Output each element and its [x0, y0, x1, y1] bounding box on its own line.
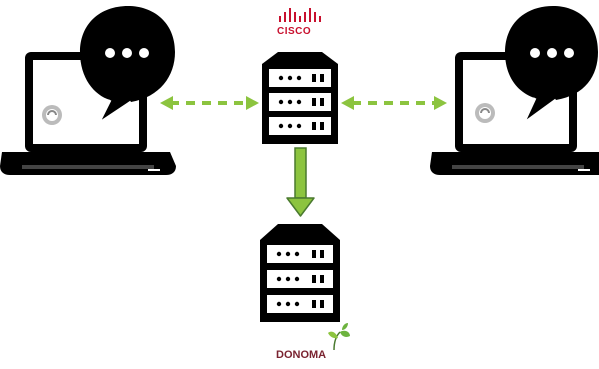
right-screen-emblem-icon	[475, 103, 495, 123]
left-bidirectional-arrow	[160, 96, 259, 110]
right-chat-bubble-icon	[505, 6, 598, 126]
donoma-logo-text: DONOMA	[276, 349, 327, 361]
bottom-server-icon	[260, 224, 340, 322]
right-bidirectional-arrow	[341, 96, 447, 110]
left-screen-emblem-icon	[42, 105, 62, 125]
cisco-logo-text: CISCO	[277, 26, 312, 37]
donoma-logo-icon	[328, 323, 350, 351]
left-chat-bubble-icon	[80, 6, 175, 126]
down-arrow	[286, 147, 315, 217]
cisco-logo-icon	[279, 8, 321, 22]
center-server-icon	[262, 52, 338, 144]
